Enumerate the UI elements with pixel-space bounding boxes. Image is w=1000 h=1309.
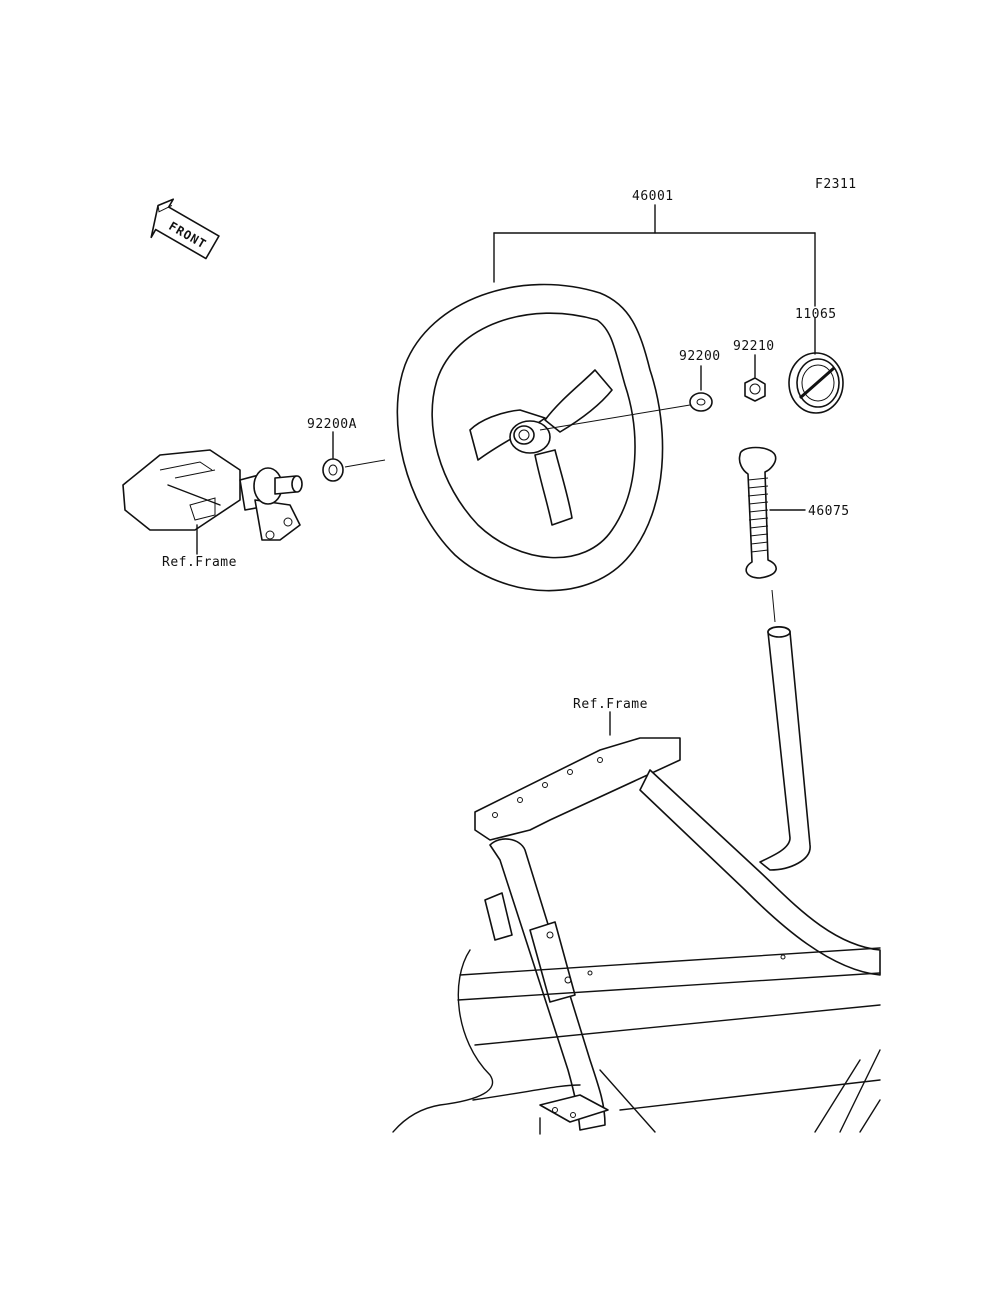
front-arrow-icon: FRONT xyxy=(150,198,220,260)
steering-wheel-assembly-callout: 46001 xyxy=(493,189,816,307)
part-label-11065: 11065 xyxy=(795,307,837,322)
horn-cap-11065: 11065 xyxy=(788,307,844,414)
part-label-92210: 92210 xyxy=(733,339,775,354)
part-label-46001: 46001 xyxy=(632,189,674,204)
figure-code: F2311 xyxy=(815,177,857,192)
part-label-46075: 46075 xyxy=(808,504,850,519)
frame-structure: Ref.Frame xyxy=(392,625,881,1135)
steering-wheel xyxy=(396,283,664,592)
nut-92210: 92210 xyxy=(733,339,775,402)
washer-92200a: 92200A xyxy=(307,417,386,482)
ref-frame-label-cage: Ref.Frame xyxy=(573,697,648,712)
washer-92200: 92200 xyxy=(539,349,721,431)
part-label-92200a: 92200A xyxy=(307,417,357,432)
part-label-92200: 92200 xyxy=(679,349,721,364)
ref-frame-label-column: Ref.Frame xyxy=(162,555,237,570)
steering-column-bracket: Ref.Frame xyxy=(122,449,303,570)
grip-46075: 46075 xyxy=(738,446,850,623)
